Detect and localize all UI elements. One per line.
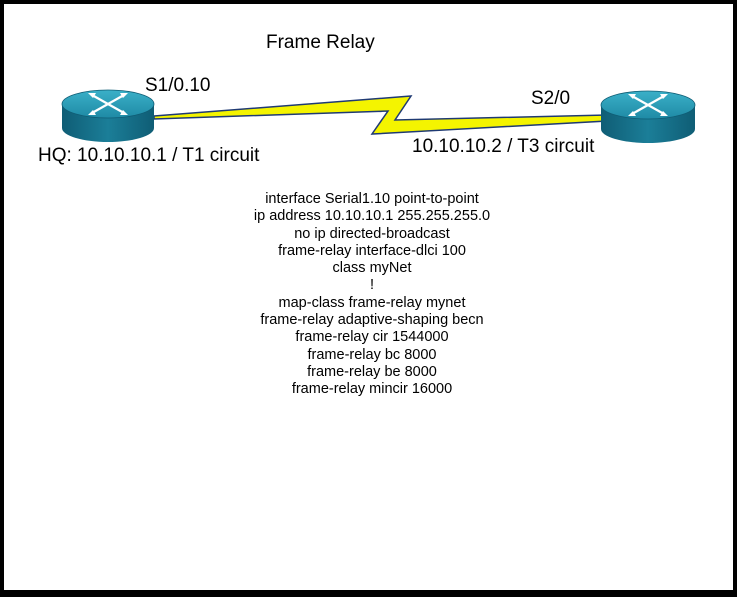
config-line: frame-relay mincir 16000: [291, 381, 453, 398]
remote-address-label: 10.10.10.2 / T3 circuit: [412, 136, 595, 157]
config-line: interface Serial1.10 point-to-point: [265, 191, 479, 207]
remote-interface-label: S2/0: [531, 88, 571, 109]
config-line: ip address 10.10.10.1 255.255.255.0: [253, 208, 491, 225]
diagram-canvas: Frame Relay S1/0.10 S2/0 HQ: 10.10.10.1 …: [4, 4, 733, 590]
router-arrows-icon: [628, 94, 668, 116]
diagram-title: Frame Relay: [266, 32, 375, 53]
network-diagram: [61, 89, 696, 143]
config-line: frame-relay be 8000: [307, 363, 437, 380]
router-arrows-icon: [88, 93, 128, 115]
hq-interface-label: S1/0.10: [145, 75, 211, 96]
config-line: frame-relay cir 1544000: [295, 329, 449, 346]
hq-router-icon: [61, 89, 155, 142]
config-line: no ip directed-broadcast: [294, 225, 450, 242]
hq-address-label: HQ: 10.10.10.1 / T1 circuit: [38, 145, 260, 166]
config-line: !: [369, 277, 375, 294]
config-line: frame-relay bc 8000: [307, 346, 437, 363]
config-line: map-class frame-relay mynet: [278, 294, 466, 311]
config-line: frame-relay interface-dlci 100: [278, 242, 466, 259]
config-line: frame-relay adaptive-shaping becn: [260, 312, 484, 329]
remote-router-icon: [600, 90, 696, 143]
config-line: class myNet: [332, 260, 412, 277]
